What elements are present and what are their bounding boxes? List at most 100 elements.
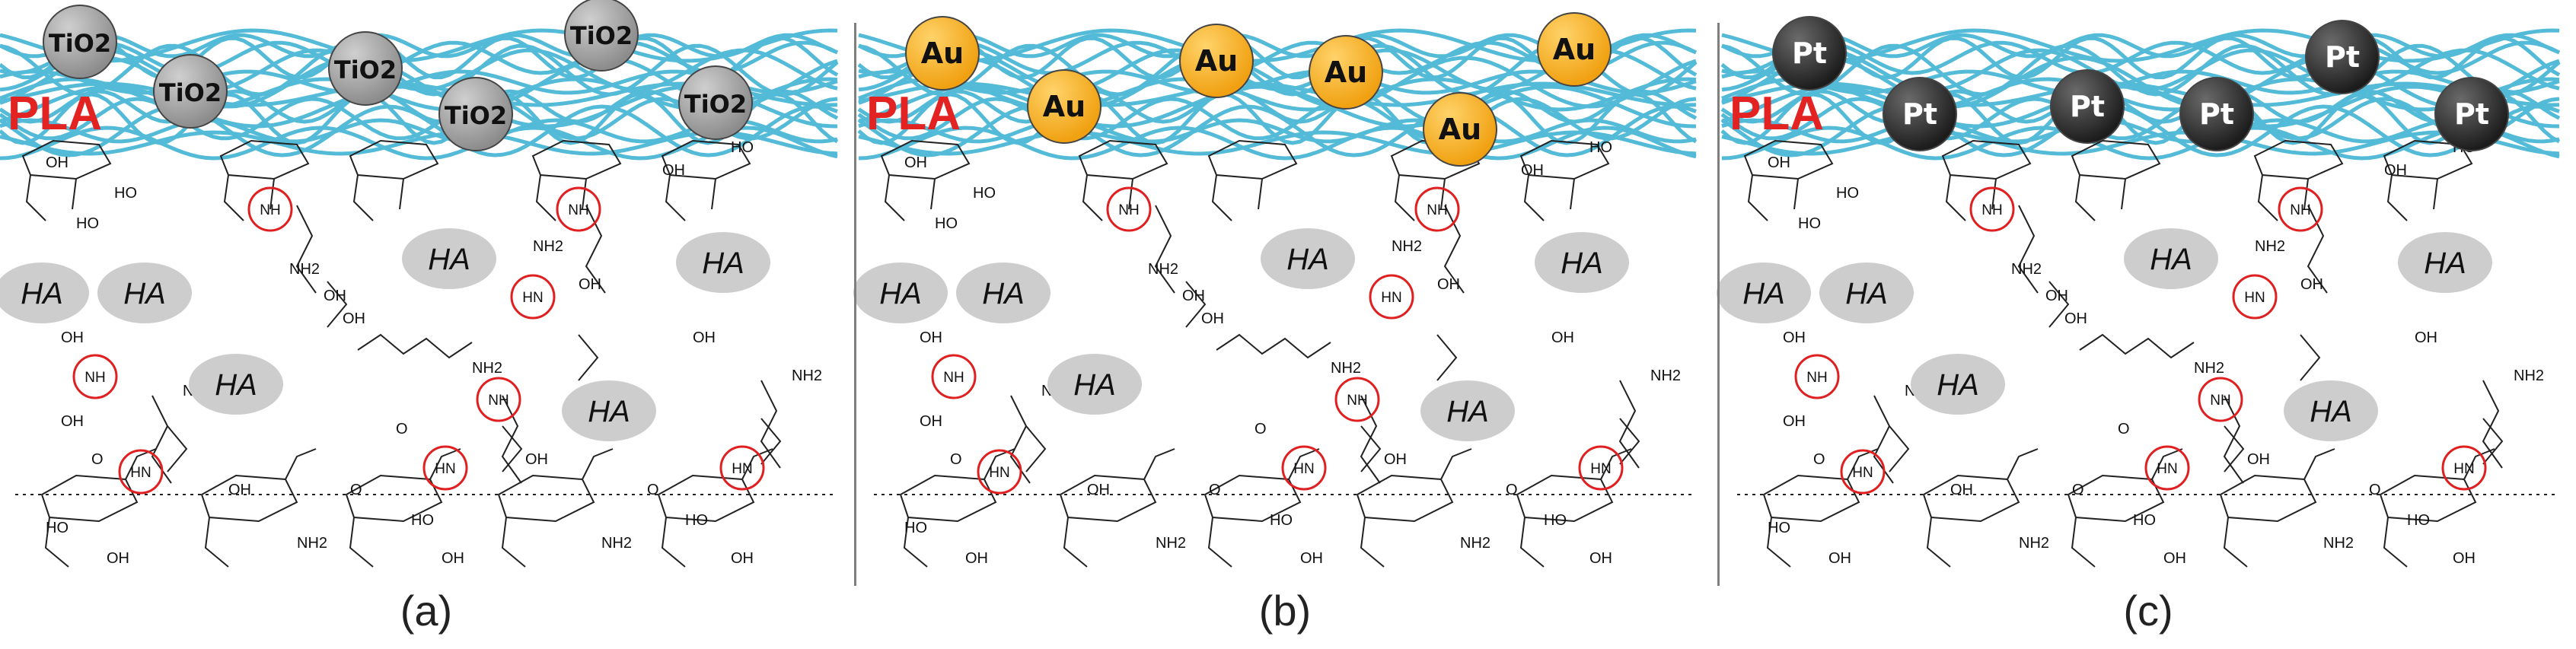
- side-chain: [578, 205, 606, 381]
- ha-blob: [2124, 228, 2218, 289]
- nh-label: NH: [2210, 393, 2230, 409]
- ha-blob: [2284, 380, 2378, 441]
- chem-label-hydroxyl: OH: [2064, 310, 2087, 327]
- side-chain: [2300, 205, 2328, 381]
- chem-label-hydroxyl: OH: [1551, 329, 1574, 346]
- sugar-ring: [2219, 474, 2317, 523]
- chem-label-oxygen: O: [1209, 482, 1221, 498]
- ha-particle: HA: [562, 380, 656, 441]
- ha-label: HA: [2150, 243, 2192, 276]
- ha-label: HA: [1742, 277, 1785, 310]
- chem-label-hydroxyl: OH: [343, 310, 365, 327]
- chem-label-ho: HO: [1798, 215, 1821, 232]
- ha-label: HA: [123, 277, 166, 310]
- chem-label-hydroxyl: OH: [1783, 329, 1806, 346]
- particle-label: Au: [1553, 33, 1596, 66]
- panel-divider: [1717, 23, 1720, 586]
- amide-group: NH: [931, 354, 977, 399]
- ha-label: HA: [1446, 395, 1489, 428]
- amide-circle: [510, 274, 556, 320]
- particle-sphere: [1179, 24, 1254, 98]
- amide-group: NH: [72, 354, 118, 399]
- chem-label-amine: NH2: [297, 535, 327, 552]
- chem-label-amine: NH2: [1392, 238, 1422, 255]
- amide-circle: [1969, 186, 2015, 232]
- ha-particle: HA: [2398, 232, 2492, 293]
- nh-label: NH: [488, 393, 509, 409]
- amide-circle: [2278, 186, 2323, 232]
- chem-label-hydroxyl: OH: [2163, 550, 2186, 567]
- chem-label-amine: NH2: [1650, 367, 1681, 384]
- chem-label-hydroxyl: OH: [693, 329, 716, 346]
- chem-label-hydroxyl: OH: [1087, 482, 1110, 498]
- chem-label-hydroxyl: OH: [1521, 162, 1544, 179]
- nh-label: NH: [2290, 202, 2310, 218]
- bond: [501, 448, 614, 568]
- particle-sphere: [153, 54, 228, 129]
- ha-particle: HA: [1420, 380, 1515, 441]
- particle-label: Pt: [2325, 40, 2360, 74]
- amide-group: HN: [1578, 445, 1624, 491]
- chem-label-oxygen: O: [950, 451, 962, 468]
- amide-circle: [1106, 186, 1152, 232]
- pla-fiber: [858, 77, 1697, 112]
- chem-label-hydroxyl: OH: [46, 154, 69, 171]
- ha-blob: [1717, 262, 1811, 323]
- chem-label-amine: NH2: [2019, 535, 2049, 552]
- panel-c: PLAOHHOHONH2OHNH2OHOHHOOHOHNH2OHONH2OHNH…: [1717, 0, 2574, 649]
- chem-label-oxygen: O: [2369, 482, 2381, 498]
- amide-circle: [556, 186, 601, 232]
- particle-label: Pt: [1902, 97, 1937, 131]
- nanoparticle: Au: [1423, 92, 1497, 167]
- chem-label-hydroxyl: OH: [2300, 276, 2323, 293]
- amide-circle: [1578, 445, 1624, 491]
- chem-label-hydroxyl: OH: [61, 329, 84, 346]
- amide-group: HN: [977, 449, 1022, 495]
- ha-particle: HA: [1535, 232, 1629, 293]
- chem-label-oxygen: O: [2118, 421, 2130, 437]
- side-chain: [2079, 333, 2195, 359]
- chem-label-amine: NH2: [533, 238, 563, 255]
- particle-label: Pt: [2199, 97, 2234, 131]
- pla-fiber: [0, 33, 838, 59]
- chem-label-hydroxyl: OH: [920, 329, 942, 346]
- bond: [1519, 448, 1632, 568]
- pla-fiber: [858, 118, 1697, 144]
- chem-label-hydroxyl: OH: [2045, 288, 2068, 304]
- hn-label: HN: [1293, 461, 1314, 477]
- chem-label-ho: HO: [2407, 512, 2430, 529]
- chem-label-hydroxyl: OH: [525, 451, 548, 468]
- ha-blob: [402, 228, 496, 289]
- ha-label: HA: [21, 277, 63, 310]
- bond: [204, 448, 317, 568]
- ha-blob: [1420, 380, 1515, 441]
- chem-label-amine: NH2: [2011, 261, 2042, 278]
- ha-blob: [853, 262, 948, 323]
- nanoparticle: Au: [905, 16, 980, 91]
- side-chain: [357, 333, 473, 359]
- amide-group: HN: [2441, 445, 2487, 491]
- amide-circle: [2198, 377, 2243, 422]
- chem-label-amine: NH2: [601, 535, 632, 552]
- amide-circle: [2441, 445, 2487, 491]
- amide-group: NH: [2198, 377, 2243, 422]
- particle-label: TiO2: [334, 56, 397, 84]
- bond: [535, 174, 587, 221]
- nanoparticle: Au: [1027, 69, 1101, 144]
- nh-label: NH: [84, 370, 105, 386]
- amide-circle: [247, 186, 293, 232]
- nh-label: NH: [1806, 370, 1827, 386]
- hyaluronic-backbone: [1737, 139, 2559, 568]
- amide-group: NH: [1969, 186, 2015, 232]
- hn-label: HN: [1590, 461, 1611, 477]
- amide-circle: [931, 354, 977, 399]
- chem-label-amine: NH2: [1331, 360, 1361, 377]
- amide-circle: [476, 377, 521, 422]
- chem-label-hydroxyl: OH: [904, 154, 927, 171]
- panel-caption: (c): [2123, 587, 2173, 635]
- scheme-diagram: PLAOHHOHONH2OHNH2OHOHHOOHOHNH2OHONH2OHNH…: [0, 0, 839, 568]
- chem-label-hydroxyl: OH: [965, 550, 988, 567]
- amide-group: HN: [719, 445, 765, 491]
